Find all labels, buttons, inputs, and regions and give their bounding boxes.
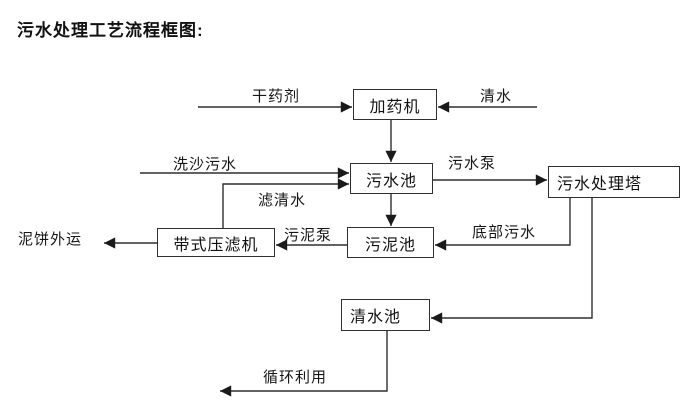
node-dosing-machine: 加药机 [353, 89, 437, 120]
node-treatment-tower: 污水处理塔 [548, 166, 680, 198]
edge-filtered-water [222, 178, 349, 228]
node-sewage-pool: 污水池 [350, 163, 433, 194]
edge-label-bottom-sewage: 底部污水 [472, 224, 537, 241]
edge-label-filtered-water: 滤清水 [258, 192, 307, 209]
edge-label-sludge-pump: 污泥泵 [284, 227, 333, 244]
node-clean-water-pool: 清水池 [341, 299, 430, 331]
node-belt-filter-press: 带式压滤机 [157, 228, 275, 257]
edge-label-sewage-pump: 污水泵 [448, 155, 497, 172]
page-title: 污水处理工艺流程框图: [17, 21, 204, 40]
edge-label-mud-cake-out: 泥饼外运 [18, 231, 83, 248]
edge-label-dry-chemical: 干药剂 [252, 88, 301, 105]
node-sludge-pool: 污泥池 [347, 227, 434, 258]
edge-label-clean-water: 清水 [480, 88, 513, 105]
edge-tower-to-clean-water-pool [431, 198, 593, 324]
edge-recycle [220, 331, 388, 397]
edge-bottom-sewage [435, 198, 571, 251]
edge-label-sand-washing-sewage: 洗沙污水 [173, 156, 238, 173]
edge-label-recycle: 循环利用 [263, 369, 328, 386]
